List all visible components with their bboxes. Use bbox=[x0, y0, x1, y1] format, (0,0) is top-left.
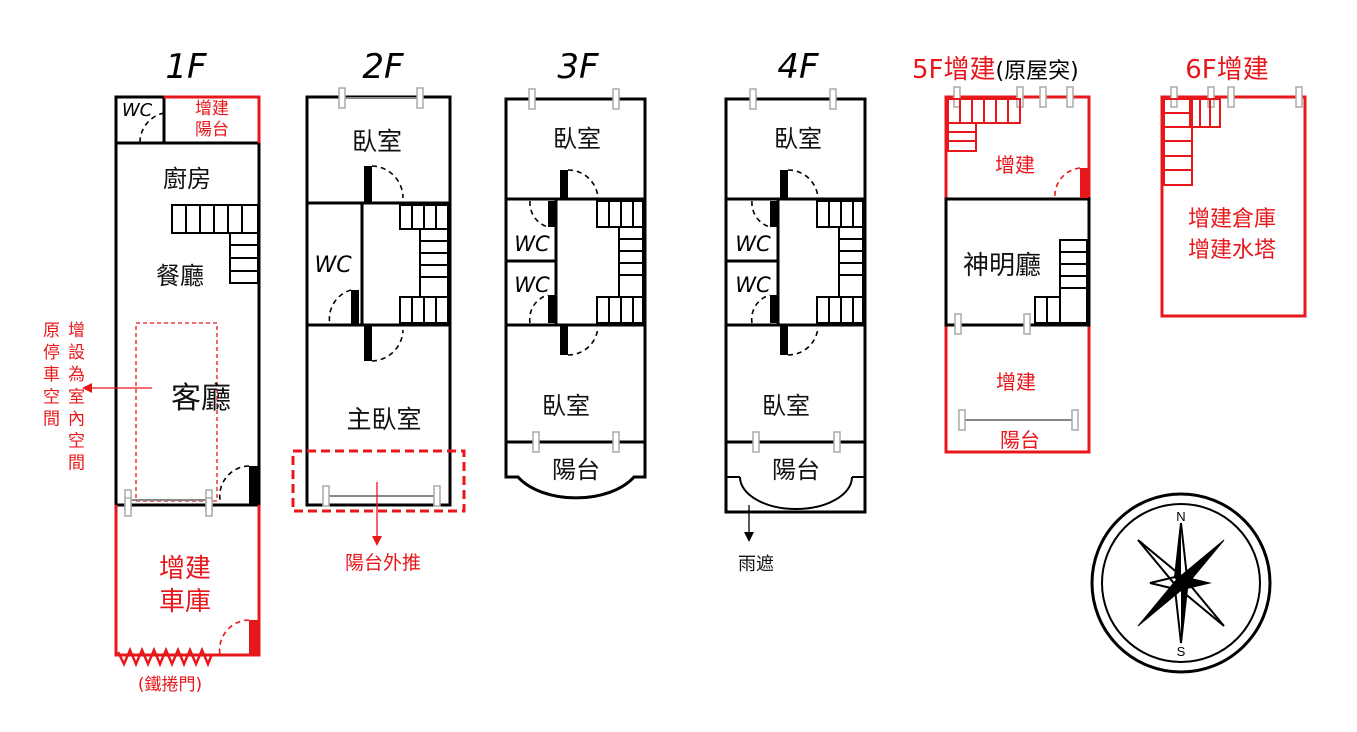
floor-6f: 6F增建 增建倉庫 增建水塔 bbox=[1160, 55, 1307, 318]
note-char: 室 bbox=[68, 387, 85, 407]
note-char: 為 bbox=[68, 365, 85, 385]
floor-1f: 1F WC 增建 陽台 廚房 餐廳 客廳 增設為室內空間 原停車空間 bbox=[43, 47, 261, 695]
wc1-label-3f: WC bbox=[514, 232, 550, 256]
staircase-1f bbox=[171, 204, 259, 284]
shrine-hall-label: 神明廳 bbox=[963, 251, 1041, 281]
staircase-5f-hall bbox=[1034, 239, 1088, 324]
staircase-2f bbox=[399, 204, 449, 324]
door-swing bbox=[139, 112, 165, 144]
bedroom-bottom-label-3f: 臥室 bbox=[542, 392, 590, 420]
added-bottom-label-5f: 增建 bbox=[996, 370, 1036, 394]
balcony-push-label: 陽台外推 bbox=[345, 552, 421, 574]
floor-title-6f: 6F增建 bbox=[1185, 55, 1269, 85]
floor-3f: 3F 臥室 WC WC 臥室 陽台 bbox=[504, 47, 647, 500]
wc-label-2f: WC bbox=[314, 253, 352, 278]
water-tower-label: 增建水塔 bbox=[1188, 238, 1276, 263]
floor-2f-outline bbox=[305, 95, 452, 507]
master-bedroom-label: 主臥室 bbox=[346, 405, 421, 434]
staircase-3f bbox=[596, 200, 644, 324]
shrine-hall-outline bbox=[944, 197, 1091, 327]
wc-label-1f: WC bbox=[122, 100, 153, 121]
staircase-5f bbox=[947, 98, 1021, 152]
added-top-label-5f: 增建 bbox=[995, 153, 1035, 177]
balcony-label-4f: 陽台 bbox=[772, 456, 820, 484]
note-column-2: 原停車空間 bbox=[43, 321, 60, 429]
note-char: 車 bbox=[43, 365, 60, 385]
floor-3f-outline bbox=[504, 97, 647, 444]
floor-title-4f: 4F bbox=[777, 47, 819, 87]
balcony-label-3f: 陽台 bbox=[552, 456, 600, 484]
north-label: N bbox=[1176, 509, 1185, 524]
note-char: 間 bbox=[68, 454, 85, 474]
garage-label-2: 車庫 bbox=[159, 587, 211, 617]
compass-rose: N S bbox=[1090, 492, 1272, 674]
floor-2f: 2F 臥室 WC 主臥室 陽台外推 bbox=[291, 47, 466, 574]
note-char: 空 bbox=[43, 387, 60, 407]
balcony-3f-outline bbox=[504, 442, 647, 500]
floor-title-1f: 1F bbox=[165, 47, 207, 87]
wc1-label-4f: WC bbox=[735, 232, 771, 256]
floor-4f: 4F 臥室 WC WC 臥室 陽台 雨遮 bbox=[724, 47, 867, 575]
canopy-label: 雨遮 bbox=[738, 554, 774, 575]
wc2-label-3f: WC bbox=[514, 273, 550, 297]
storage-label: 增建倉庫 bbox=[1188, 207, 1276, 232]
living-room-label: 客廳 bbox=[171, 381, 231, 416]
converted-parking-area bbox=[135, 322, 218, 502]
balcony-label-5f: 陽台 bbox=[1000, 428, 1040, 452]
note-char: 空 bbox=[68, 432, 85, 452]
bedroom-top-label-3f: 臥室 bbox=[553, 125, 601, 153]
floor-title-3f: 3F bbox=[557, 47, 599, 87]
note-char: 間 bbox=[43, 409, 60, 429]
south-label: S bbox=[1177, 644, 1186, 659]
floor-title-5f: 5F增建(原屋突) bbox=[912, 55, 1079, 85]
rolling-door-symbol bbox=[116, 646, 214, 668]
note-char: 停 bbox=[43, 343, 60, 363]
kitchen-label: 廚房 bbox=[163, 165, 211, 193]
note-char: 增 bbox=[68, 321, 85, 341]
bedroom-label-2f: 臥室 bbox=[352, 127, 402, 156]
added-balcony-1f-outline bbox=[164, 95, 261, 143]
note-column-1: 增設為室內空間 bbox=[68, 321, 85, 474]
note-char: 內 bbox=[68, 409, 85, 429]
floor-5f: 5F增建(原屋突) 增建 神明廳 增建 陽台 bbox=[912, 55, 1091, 454]
added-balcony-label-2: 陽台 bbox=[195, 120, 229, 140]
staircase-4f bbox=[816, 200, 864, 324]
garage-label-1: 增建 bbox=[159, 554, 211, 584]
added-balcony-label-1: 增建 bbox=[195, 99, 229, 119]
rolling-door-label: (鐵捲門) bbox=[138, 675, 202, 695]
door-swing bbox=[218, 465, 250, 501]
floor-title-2f: 2F bbox=[362, 47, 404, 87]
staircase-6f bbox=[1163, 98, 1221, 186]
balcony-push-out-area bbox=[291, 449, 466, 513]
bedroom-bottom-label-4f: 臥室 bbox=[762, 392, 810, 420]
floor-1f-outline bbox=[114, 95, 261, 507]
note-char: 原 bbox=[43, 321, 60, 341]
dining-label: 餐廳 bbox=[156, 262, 204, 290]
wc2-label-4f: WC bbox=[735, 273, 771, 297]
note-char: 設 bbox=[68, 343, 85, 363]
bedroom-top-label-4f: 臥室 bbox=[774, 125, 822, 153]
floor-4f-outline bbox=[724, 97, 867, 444]
